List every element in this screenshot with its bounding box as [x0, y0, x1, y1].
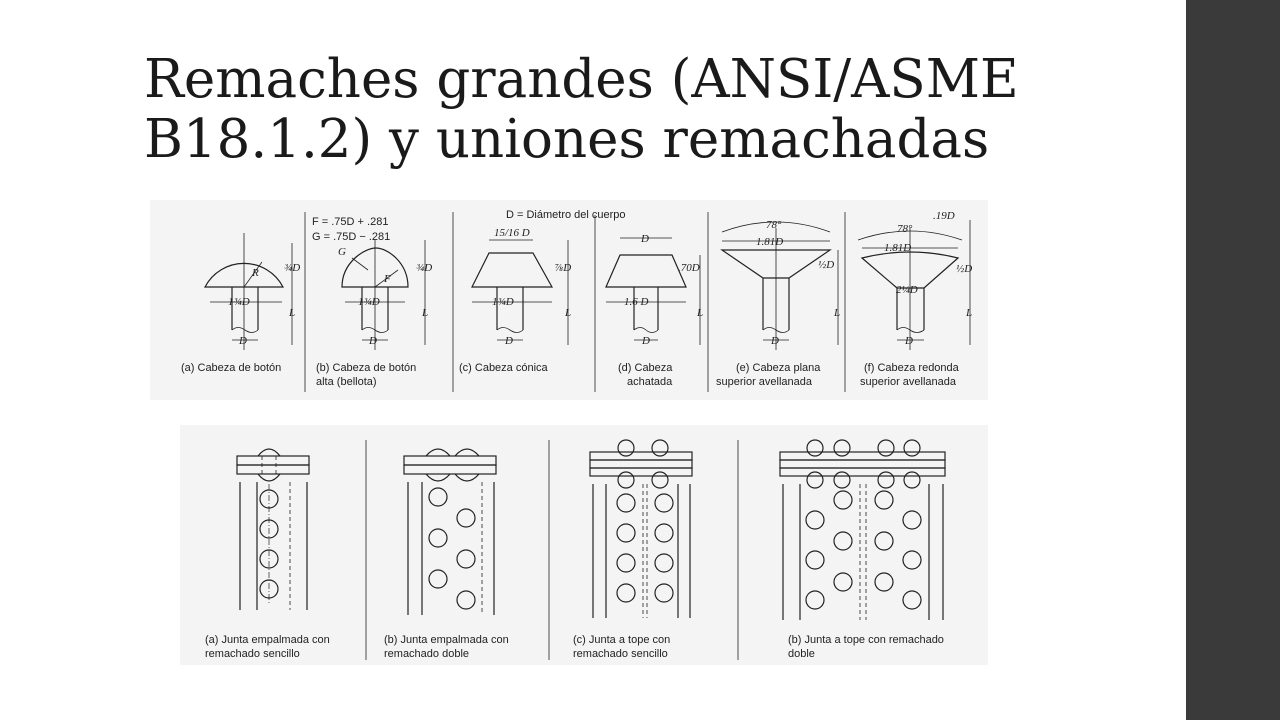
dim-c-length: L: [564, 307, 571, 319]
caption-a-line1: (a) Cabeza de botón: [181, 362, 281, 374]
rivet-d-flattened-head: [605, 237, 701, 345]
dim-f-radius: 2¼D: [896, 284, 918, 296]
dim-a-radius: R: [251, 267, 259, 279]
dim-b-width: 1¾D: [358, 296, 380, 308]
dim-b-shank: D: [368, 335, 377, 347]
dim-c-width: 1¾D: [492, 296, 514, 308]
diameter-note: D = Diámetro del cuerpo: [506, 209, 626, 221]
dim-f-top: .19D: [933, 210, 955, 222]
joint-b-double-lap: [403, 448, 497, 615]
joint-caption-a-line2: remachado sencillo: [205, 648, 300, 660]
dim-e-height: ½D: [818, 259, 834, 271]
formula-g: G = .75D − .281: [312, 231, 390, 243]
caption-f-line1: (f) Cabeza redonda: [864, 362, 960, 374]
caption-c-line1: (c) Cabeza cónica: [459, 362, 549, 374]
joint-caption-d-line1: (b) Junta a tope con remachado: [788, 634, 944, 646]
slide-title: Remaches grandes (ANSI/ASME B18.1.2) y u…: [144, 49, 1019, 170]
caption-f-line2: superior avellanada: [860, 376, 957, 388]
caption-b-line2: alta (bellota): [316, 376, 377, 388]
rivet-heads-panel: [150, 200, 988, 400]
dim-e-shank: D: [770, 335, 779, 347]
joint-caption-b-line2: remachado doble: [384, 648, 469, 660]
dim-d-length: L: [696, 307, 703, 319]
dim-b-f: F: [383, 273, 391, 285]
caption-e-line2: superior avellanada: [716, 376, 813, 388]
dim-a-shank: D: [238, 335, 247, 347]
joint-caption-c-line2: remachado sencillo: [573, 648, 668, 660]
top-separators: [304, 212, 846, 392]
joint-caption-d-line2: doble: [788, 648, 815, 660]
dim-c-top: 15/16 D: [494, 227, 530, 239]
rivet-c-cone-head: [471, 239, 569, 345]
caption-b-line1: (b) Cabeza de botón: [316, 362, 416, 374]
dim-b-length: L: [421, 307, 428, 319]
dim-b-g: G: [338, 246, 346, 258]
dim-a-width: 1¾D: [228, 296, 250, 308]
dim-d-top: D: [640, 233, 649, 245]
caption-d-line2: achatada: [627, 376, 673, 388]
dim-f-length: L: [965, 307, 972, 319]
dim-b-height: ¾D: [416, 262, 432, 274]
rivet-f-round-countersunk: [857, 220, 971, 350]
dim-f-shank: D: [904, 335, 913, 347]
dim-a-height: ¾D: [284, 262, 300, 274]
rivet-b-high-button-head: [341, 240, 426, 350]
dim-e-length: L: [833, 307, 840, 319]
dim-a-length: L: [288, 307, 295, 319]
dim-e-angle: 78°: [766, 219, 782, 231]
dim-c-shank: D: [504, 335, 513, 347]
dim-d-width: 1.6 D: [624, 296, 649, 308]
dim-c-height: ⅞D: [555, 262, 571, 274]
dim-f-width: 1.81D: [884, 242, 911, 254]
joint-caption-b-line1: (b) Junta empalmada con: [384, 634, 509, 646]
bottom-separators: [365, 440, 739, 660]
dim-d-shank: D: [641, 335, 650, 347]
rivet-a-button-head: [204, 233, 293, 350]
rivet-e-flat-countersunk: [720, 221, 839, 350]
joint-d-double-butt: [779, 439, 946, 620]
caption-d-line1: (d) Cabeza: [618, 362, 673, 374]
joint-caption-c-line1: (c) Junta a tope con: [573, 634, 670, 646]
right-sidebar-band: [1186, 0, 1280, 720]
dim-d-height: .70D: [678, 262, 700, 274]
rivet-figures: F = .75D + .281 G = .75D − .281 D = Diám…: [150, 200, 988, 665]
joint-a-single-lap: [236, 448, 310, 610]
riveted-joints-panel: [180, 425, 988, 665]
dim-e-width: 1.81D: [756, 236, 783, 248]
caption-e-line1: (e) Cabeza plana: [736, 362, 821, 374]
joint-caption-a-line1: (a) Junta empalmada con: [205, 634, 330, 646]
joint-c-single-butt: [589, 439, 693, 618]
formula-f: F = .75D + .281: [312, 216, 388, 228]
dim-f-height: ½D: [956, 263, 972, 275]
dim-f-angle: 78°: [897, 223, 913, 235]
